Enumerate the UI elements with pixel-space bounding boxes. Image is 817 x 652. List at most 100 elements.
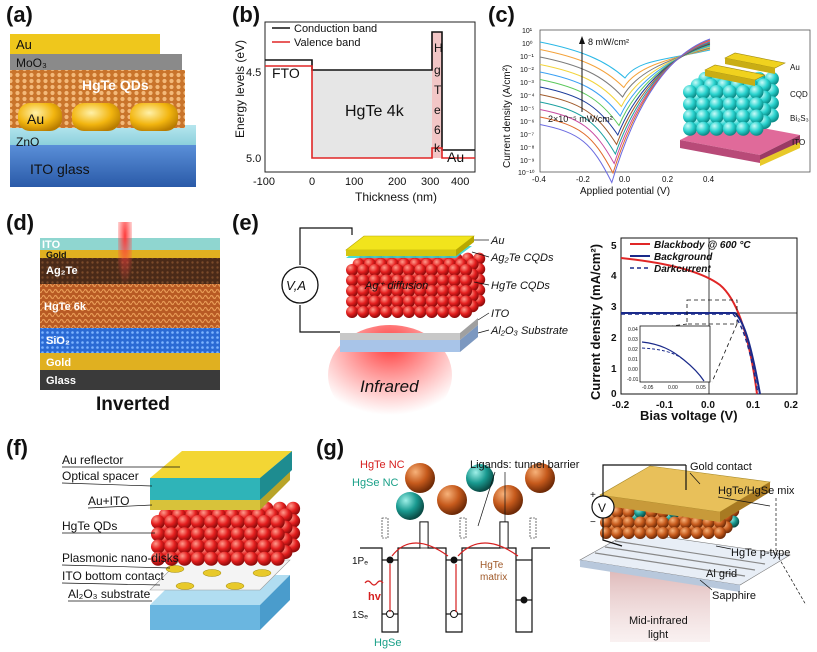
d-glass: [40, 370, 220, 390]
hgte-qd-sphere: [151, 515, 165, 529]
f-leader: [61, 582, 161, 586]
c-ytick: 10⁻¹⁰: [518, 169, 535, 177]
e-legend-blackbody: Blackbody @ 600 °C: [654, 240, 751, 251]
f-spacer-side: [260, 451, 292, 500]
g-barrier-hatch: [529, 517, 537, 539]
inset-ytick: 0.01: [628, 357, 638, 363]
hgte-cqd-sphere: [346, 295, 358, 308]
e-device-labels: Au Ag₂Te CQDs HgTe CQDs ITO Al₂O₃ Substr…: [471, 235, 568, 337]
g-1p-label: 1Pₑ: [352, 556, 368, 567]
hgte-qd-sphere: [204, 539, 219, 554]
electrode-au-label: Au: [27, 111, 44, 127]
cqd-sphere: [683, 85, 697, 99]
f-substrate-front: [150, 605, 260, 630]
g-hgte-nc-sphere: [493, 485, 523, 515]
e-au-top: [345, 235, 475, 251]
hgte-qd-sphere: [257, 551, 272, 566]
hgte-qd-sphere: [164, 539, 179, 554]
hgte-qd-sphere: [244, 515, 259, 529]
c-ytick: 10⁰: [522, 40, 533, 48]
f-nanodisk: [225, 582, 245, 590]
cqd-sphere: [722, 109, 737, 124]
layer-hgte-label: HgTe QDs: [82, 77, 149, 93]
g-dashed-guide: [775, 552, 807, 606]
hgte-cqd-sphere: [357, 295, 370, 308]
au-electrode-3: [130, 103, 178, 131]
hgte-cqd-sphere: [448, 285, 461, 297]
hgte-qd-sphere: [257, 539, 272, 554]
region-hgte4k-label: HgTe 4k: [345, 103, 405, 120]
e-zoom-link: [671, 323, 688, 327]
d-label-ito: ITO: [42, 239, 61, 251]
e-xtick: 0.0: [701, 400, 715, 411]
cqd-sphere: [709, 109, 724, 124]
layer-moo3-label: MoO₃: [16, 56, 47, 70]
hgte-cqd-sphere: [380, 306, 393, 318]
hgte6k-char-6: k: [434, 141, 441, 155]
hgte6k-char-2: g: [434, 63, 441, 77]
panel-b-ylabel: Energy levels (eV): [233, 40, 247, 138]
hgte-qd-sphere: [190, 527, 205, 542]
g-hgse-label: HgSe: [374, 637, 402, 649]
hgte-cqd-sphere: [380, 295, 393, 308]
f-auito-front: [150, 500, 260, 510]
panel-b-xtick-200: 200: [388, 176, 406, 188]
hgte-cqd-sphere: [368, 285, 381, 297]
f-spacer-front: [150, 478, 260, 500]
e-xtick: -0.1: [656, 400, 674, 411]
e-xtick: -0.2: [612, 400, 630, 411]
e-ytick: 3: [611, 302, 617, 313]
cqd-sphere: [696, 109, 711, 124]
hgte6k-char-3: T: [434, 83, 442, 97]
e-xtick: 0.1: [746, 400, 760, 411]
region-hgte6k-label: H g T e 6 k: [434, 41, 443, 155]
cqd-sphere: [683, 121, 697, 136]
layer-zno-label: ZnO: [16, 135, 39, 149]
g-potential-profile: [360, 521, 550, 633]
e-label-ito: ITO: [491, 308, 510, 320]
e-chart-ylabel: Current density (mA/cm²): [588, 244, 603, 400]
g-qd-sphere: [645, 527, 658, 539]
c-ytick: 10⁻⁶: [520, 119, 534, 126]
layer-au-label: Au: [16, 37, 32, 52]
e-leader: [477, 329, 490, 334]
hgte-qd-sphere: [190, 515, 205, 529]
cqd-sphere: [749, 85, 764, 99]
g-barrier-hatch: [381, 517, 389, 539]
d-label-sio2: SiO₂: [46, 335, 70, 347]
e-xtick: 0.2: [784, 400, 798, 411]
inset-ytick: 0.00: [628, 367, 638, 373]
e-zoom-box: [686, 299, 738, 325]
g-barrier: [499, 521, 509, 549]
g-al-grid-line: [604, 546, 756, 571]
hgte-cqd-sphere: [346, 285, 358, 297]
hgte-cqd-sphere: [460, 274, 472, 287]
valence-band-line: [265, 65, 475, 159]
e-ito-front: [340, 333, 460, 340]
hgte-qd-sphere: [151, 551, 165, 566]
g-electron: [520, 596, 528, 604]
hgte-cqd-sphere: [403, 306, 415, 318]
cqd-sphere: [722, 121, 737, 136]
legend-vb-label: Valence band: [294, 37, 360, 49]
hgte6k-region: [432, 32, 442, 158]
hgte-cqd-sphere: [425, 285, 438, 297]
g-hop-arrow: [391, 542, 449, 557]
e-ito-side: [460, 318, 478, 340]
intensity-arrowhead: [579, 36, 585, 44]
panel-c-xticks: -0.4 -0.2 0.0 0.2 0.4: [532, 175, 715, 184]
hgte-qd-sphere: [217, 551, 232, 566]
g-qd-sphere: [668, 527, 681, 539]
panel-g-label: (g): [316, 435, 344, 460]
hgte-qd-sphere: [177, 539, 192, 554]
e-legend-darkcurrent: Darkcurrent: [654, 264, 711, 275]
hgte-cqd-sphere: [425, 264, 438, 276]
hgte-cqd-sphere: [414, 306, 427, 318]
g-electron: [450, 556, 458, 564]
iv-curve: [539, 41, 711, 156]
f-nanodisk: [252, 569, 272, 577]
panel-g: (g) HgTe NC HgSe NC Ligands: tunnel barr…: [316, 435, 807, 649]
g-label-algrid: Al grid: [706, 568, 737, 580]
iv-curve: [539, 46, 711, 108]
hgte-cqd-sphere: [403, 295, 415, 308]
